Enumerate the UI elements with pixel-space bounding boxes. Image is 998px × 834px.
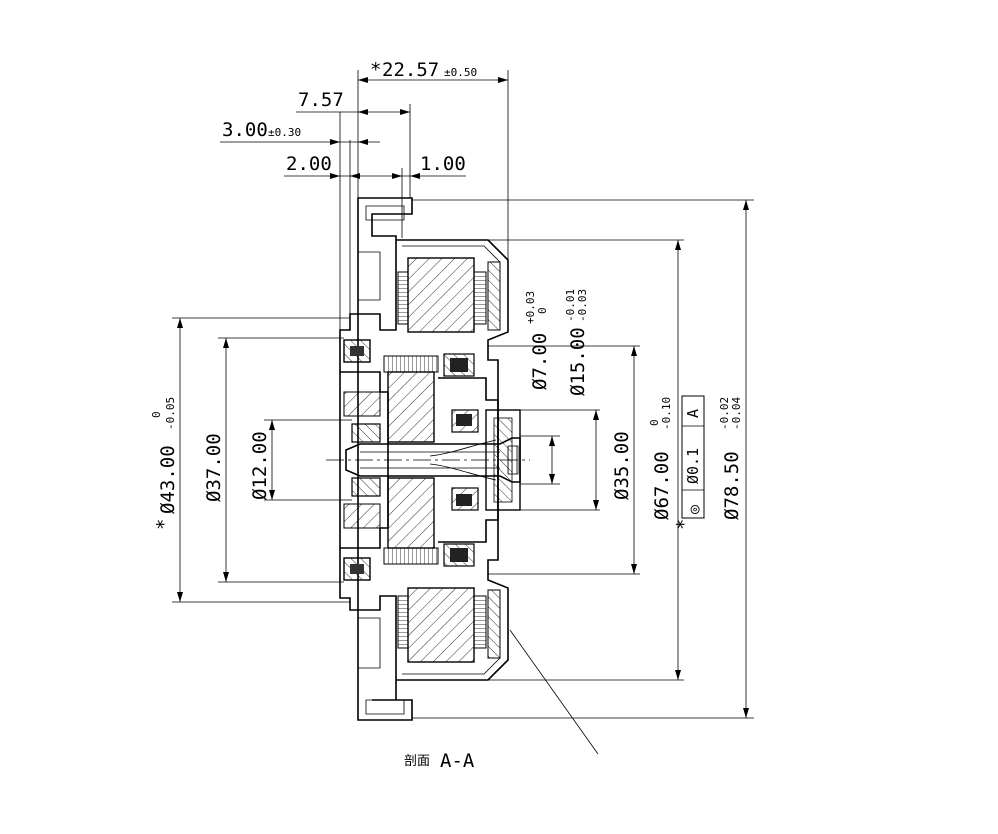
dim-1-00: 1.00 [420, 153, 466, 175]
dim-dia-43-tol-upper: 0 [150, 411, 163, 418]
dim-dia-43-value: Ø43.00 [157, 445, 179, 514]
dim-dia-12: Ø12.00 [249, 431, 271, 500]
dim-dia-35: Ø35.00 [611, 431, 633, 500]
dim-dia-37: Ø37.00 [203, 433, 225, 502]
section-name: A-A [440, 750, 475, 772]
concentricity-icon: ◎ [685, 505, 703, 514]
dimension-labels: * 22.57 ±0.50 7.57 3.00 ±0.30 2.00 1.00 … [150, 59, 743, 530]
dim-dia-78-5-tol-lower: -0.04 [730, 397, 743, 430]
dim-dia-43-tol-lower: -0.05 [164, 397, 177, 430]
dim-3-00-tol: ±0.30 [268, 126, 301, 139]
dim-dia-7-tol-lower: 0 [536, 307, 549, 314]
dim-dia-15-tol-upper: -0.01 [564, 289, 577, 322]
dim-22-57-value: 22.57 [382, 59, 439, 81]
part-outline [326, 197, 599, 755]
dim-dia-67-tol-lower: -0.10 [660, 397, 673, 430]
fcf-datum: A [684, 409, 702, 418]
dim-dia-7-tol-upper: +0.03 [524, 291, 537, 324]
dim-22-57-mark: * [370, 59, 381, 81]
dim-7-57: 7.57 [298, 89, 344, 111]
dim-dia-43-mark: * [153, 519, 175, 530]
dim-dia-78-5-tol-upper: -0.02 [718, 397, 731, 430]
feature-control-frame: A Ø0.1 ◎ * [673, 395, 705, 530]
fcf-mark: * [673, 519, 695, 530]
section-prefix: 剖面 [404, 754, 430, 769]
section-caption: 剖面 A-A [404, 750, 475, 772]
dim-dia-67-tol-upper: 0 [648, 419, 661, 426]
fcf-tolerance: Ø0.1 [684, 448, 702, 484]
dim-3-00-value: 3.00 [222, 119, 268, 141]
dim-dia-15-value: Ø15.00 [567, 327, 589, 396]
dim-dia-78-5-value: Ø78.50 [721, 451, 743, 520]
dim-22-57-tol: ±0.50 [444, 66, 477, 79]
dim-dia-67-value: Ø67.00 [651, 451, 673, 520]
dim-2-00: 2.00 [286, 153, 332, 175]
dim-dia-15-tol-lower: -0.03 [576, 289, 589, 322]
dim-dia-7-value: Ø7.00 [529, 333, 551, 390]
dimension-lines [172, 70, 754, 719]
